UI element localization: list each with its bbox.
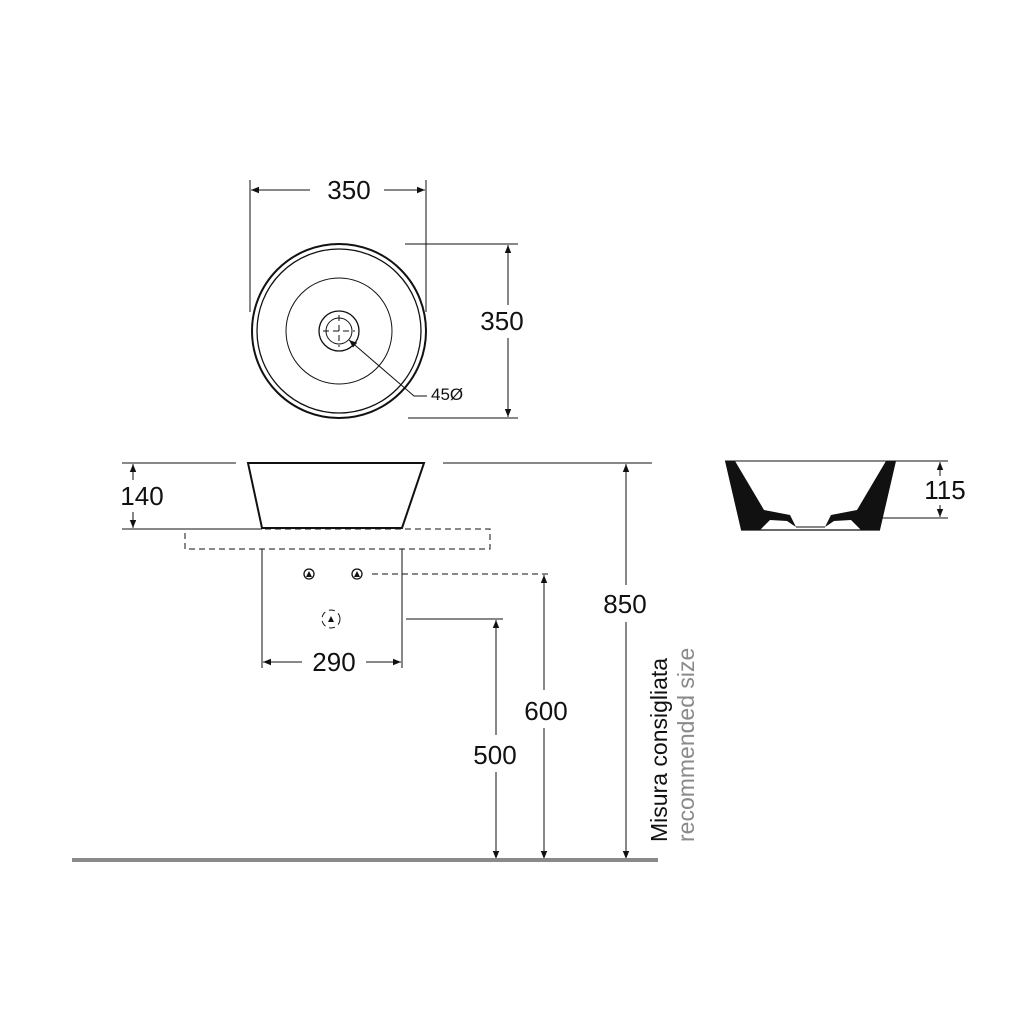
bracket-dim-label: 290 — [312, 647, 355, 677]
basin-inner-rim — [256, 248, 422, 414]
total-dim-label: 850 — [603, 589, 646, 619]
drain-leader-line — [348, 339, 427, 397]
supply-connection-left-icon — [303, 568, 315, 580]
inner-depth-dim-label: 115 — [924, 475, 965, 505]
waste-connection-icon — [321, 609, 341, 629]
waste-dim-label: 500 — [473, 740, 516, 770]
supply-dim-label: 600 — [524, 696, 567, 726]
top-view: 350 350 45Ø — [249, 175, 524, 419]
supply-connection-right-icon — [351, 568, 363, 580]
front-view: 140 290 600 500 — [72, 462, 699, 862]
basin-section-right-wall — [825, 461, 896, 530]
width-dim-label: 350 — [327, 175, 370, 205]
depth-dim-label: 350 — [480, 306, 523, 336]
recommended-note-it: Misura consigliata — [646, 658, 672, 842]
drain-outer — [318, 310, 360, 352]
height-dim-label: 140 — [120, 481, 163, 511]
basin-front-profile — [246, 462, 426, 529]
drain-dim-label: 45Ø — [431, 385, 463, 404]
basin-outer-rim — [251, 243, 427, 419]
recommended-note-en: recommended size — [673, 648, 699, 842]
countertop-slab — [184, 528, 491, 550]
side-section-view: 115 — [725, 460, 966, 531]
basin-section-left-wall — [725, 461, 796, 530]
basin-bowl-bottom — [285, 277, 393, 385]
